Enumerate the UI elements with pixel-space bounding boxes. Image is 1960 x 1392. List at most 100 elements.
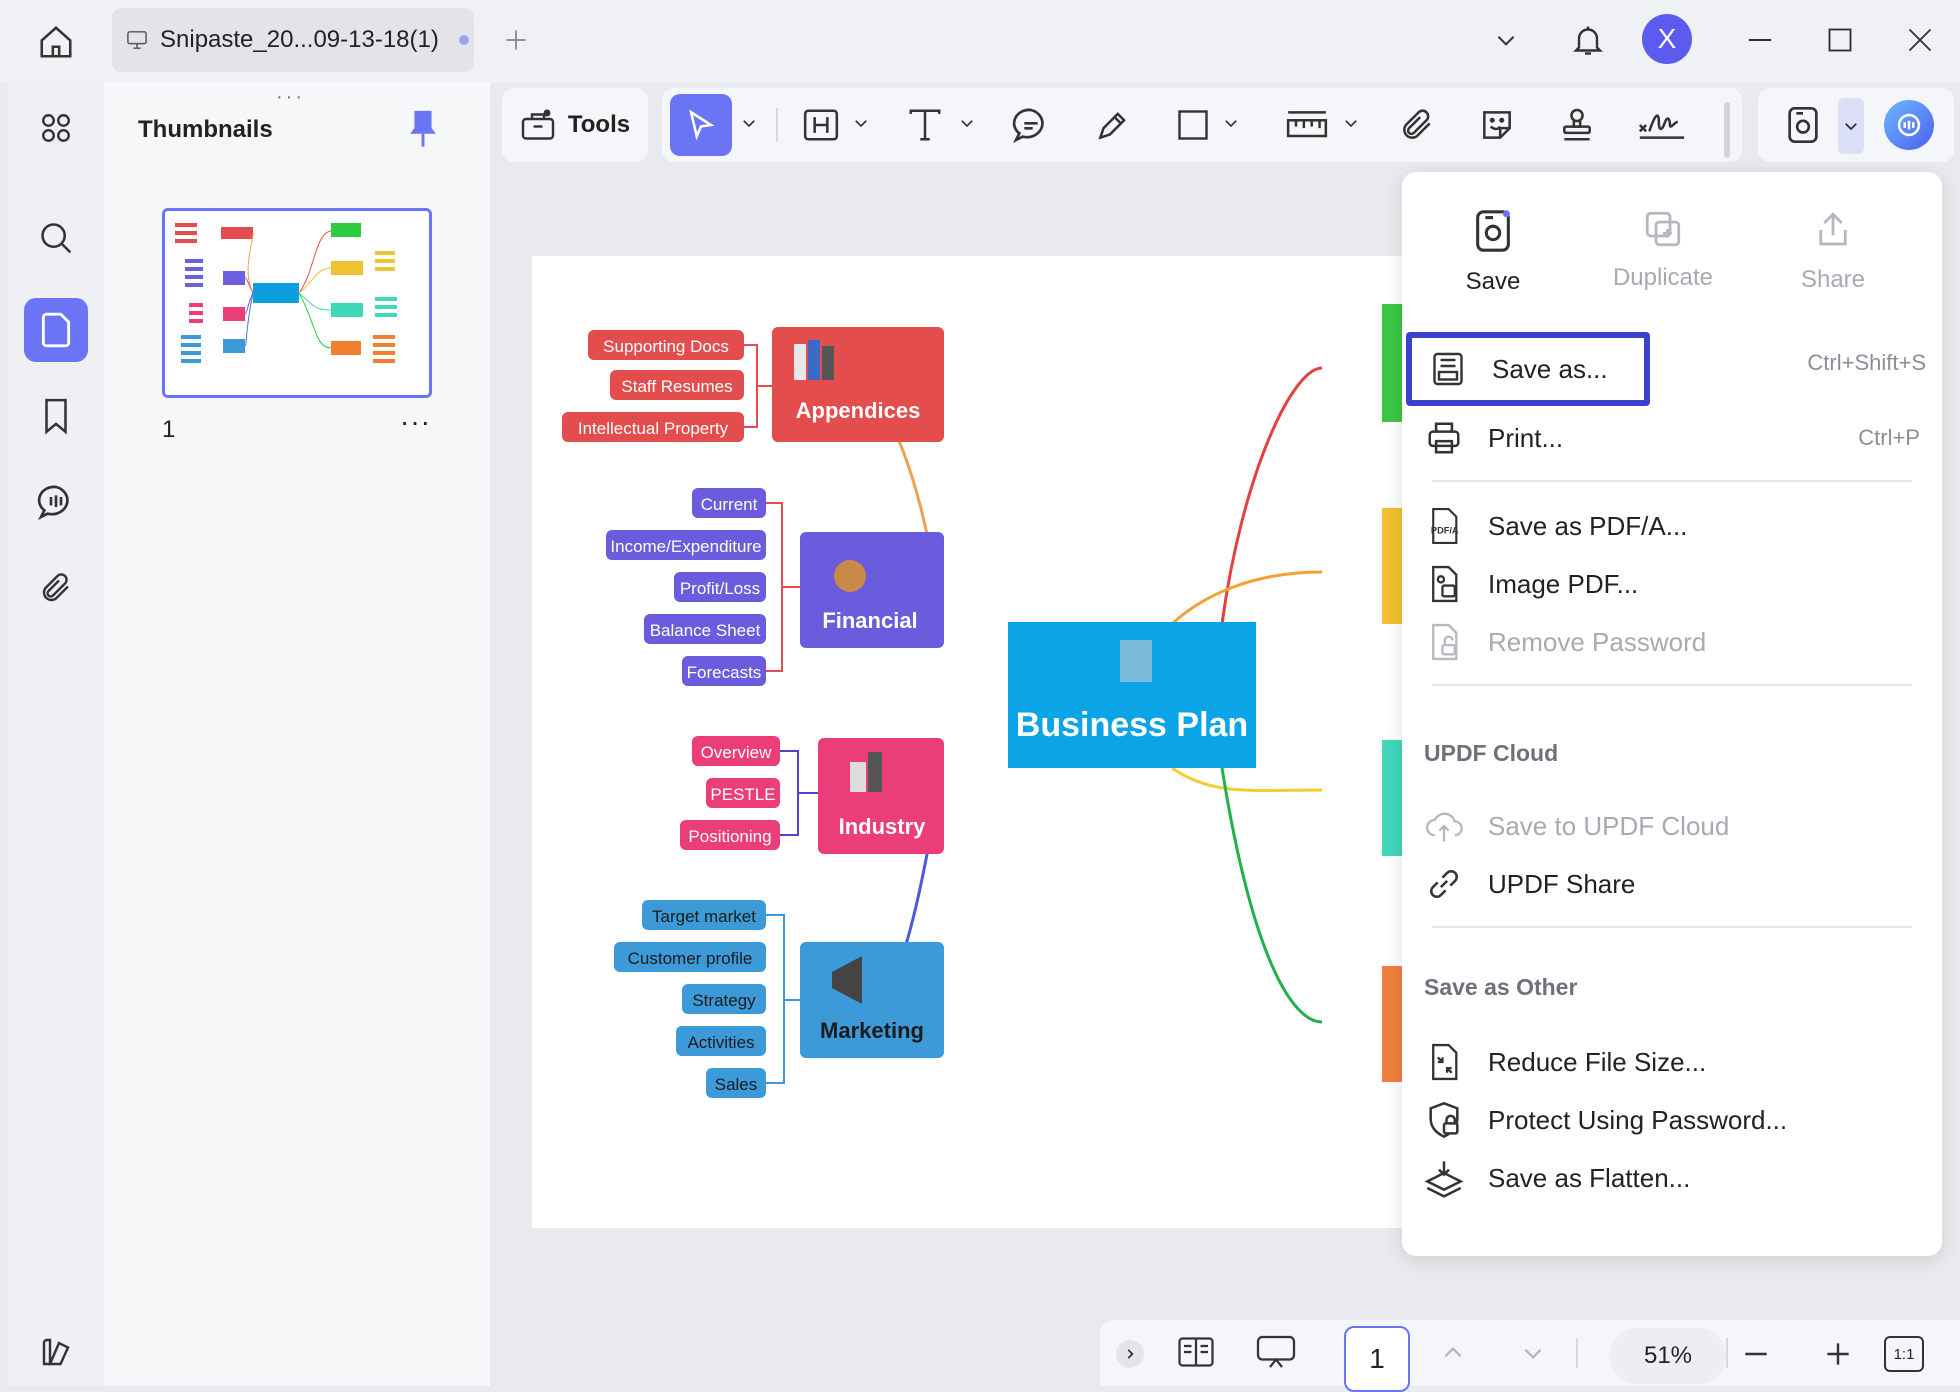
maximize-icon[interactable] [1820,20,1860,60]
new-tab-icon[interactable] [496,20,536,60]
paperclip-icon[interactable] [1392,100,1442,150]
reduce-file-size-menu-item[interactable]: Reduce File Size... [1424,1032,1920,1092]
search-icon[interactable] [24,206,88,270]
annotation-tools [662,88,1742,162]
zoom-out-icon[interactable] [1740,1338,1772,1370]
stamp-icon[interactable] [1552,100,1602,150]
save-as-flatten-menu-item[interactable]: Save as Flatten... [1424,1148,1920,1208]
duplicate-label: Duplicate [1612,264,1714,291]
select-tool-button[interactable] [670,94,732,156]
save-pdfa-menu-item[interactable]: PDF/A Save as PDF/A... [1424,496,1920,556]
marketing-item: Sales [715,1075,758,1094]
presentation-icon[interactable] [1254,1334,1298,1370]
document-tab[interactable]: Snipaste_20...09-13-18(1) [112,8,474,72]
more-options-icon[interactable]: ··· [400,406,431,437]
thumbnails-panel: ··· Thumbnails [104,82,490,1386]
chevron-right-icon[interactable] [1116,1340,1144,1368]
text-icon[interactable] [900,100,950,150]
save-dropdown-toggle[interactable] [1838,98,1864,154]
duplicate-quick-button[interactable]: Duplicate [1588,208,1738,292]
minimize-icon[interactable] [1740,20,1780,60]
reduce-file-size-label: Reduce File Size... [1488,1046,1707,1077]
financial-item: Profit/Loss [680,579,760,598]
bell-icon[interactable] [1564,16,1612,64]
print-menu-item[interactable]: Print... Ctrl+P [1424,408,1920,468]
divider [776,108,778,142]
thumbnails-icon[interactable] [24,298,88,362]
save-label: Save [1465,268,1521,295]
appendices-items: Supporting Docs Staff Resumes Intellectu… [562,330,772,442]
print-label: Print... [1488,422,1564,453]
svg-text:PDF/A: PDF/A [1431,526,1459,536]
share-quick-button[interactable]: Share [1758,208,1908,294]
financial-item: Income/Expenditure [610,537,761,556]
chevron-down-icon[interactable] [1342,114,1360,132]
save-as-shortcut: Ctrl+Shift+S [1807,350,1926,375]
chevron-down-icon[interactable] [1222,114,1240,132]
home-icon[interactable] [28,14,84,70]
bookmark-icon[interactable] [24,384,88,448]
previous-page-icon[interactable] [1440,1340,1466,1366]
image-pdf-icon [1424,564,1464,604]
page-thumbnail[interactable] [162,208,432,398]
protect-password-menu-item[interactable]: Protect Using Password... [1424,1090,1920,1150]
reading-mode-icon[interactable] [24,1320,88,1384]
chevron-down-icon[interactable] [740,114,758,132]
appendix-item: Staff Resumes [621,377,732,396]
updf-share-label: UPDF Share [1488,868,1636,899]
signature-icon[interactable] [1632,100,1692,150]
actual-size-button[interactable]: 1:1 [1884,1336,1924,1372]
pin-icon[interactable] [408,108,438,148]
bottom-bar: 1 51% 1:1 [1100,1320,1960,1392]
save-quick-button[interactable]: Save [1418,208,1568,296]
financial-item: Balance Sheet [650,621,761,640]
sticker-icon[interactable] [1472,100,1522,150]
attachment-icon[interactable] [24,556,88,620]
page-layout-icon[interactable] [1176,1334,1216,1370]
monitor-icon [126,30,148,50]
financial-label: Financial [822,608,917,633]
close-icon[interactable] [1900,20,1940,60]
pdf-page[interactable]: Business Plan Appendices Supporting Docs… [532,256,1452,1228]
marketing-item: Customer profile [628,949,753,968]
save-icon[interactable] [1778,100,1828,150]
comment-icon[interactable] [1006,100,1056,150]
pencil-icon[interactable] [1088,100,1138,150]
financial-item: Forecasts [687,663,762,682]
ai-assistant-icon[interactable] [1884,100,1934,150]
save-icon [1476,210,1510,252]
layers-flatten-icon [1424,1158,1464,1198]
financial-item: Current [701,495,758,514]
save-as-menu-item[interactable]: Save as... [1406,332,1650,406]
highlight-icon[interactable] [796,100,846,150]
updf-share-menu-item[interactable]: UPDF Share [1424,854,1920,914]
next-page-icon[interactable] [1520,1340,1546,1366]
comments-icon[interactable] [24,470,88,534]
tools-button[interactable]: Tools [502,88,648,162]
measure-icon[interactable] [1282,100,1332,150]
save-to-cloud-menu-item[interactable]: Save to UPDF Cloud [1424,796,1920,856]
chevron-down-icon[interactable] [852,114,870,132]
chevron-down-icon[interactable] [958,114,976,132]
share-label: Share [1800,266,1866,293]
marketing-item: Target market [652,907,756,926]
unsaved-indicator [458,35,469,45]
title-bar: Snipaste_20...09-13-18(1) X [0,0,1960,82]
toolbar-scrollbar[interactable] [1724,102,1730,158]
avatar[interactable]: X [1642,14,1692,64]
pdfa-icon: PDF/A [1424,506,1464,546]
duplicate-icon [1645,211,1681,247]
main-toolbar: Tools [496,82,1960,182]
organize-pages-icon[interactable] [24,96,88,160]
remove-password-menu-item[interactable]: Remove Password [1424,612,1920,672]
rectangle-icon[interactable] [1168,100,1218,150]
chevron-down-icon[interactable] [1486,20,1526,60]
tools-label: Tools [567,111,631,138]
zoom-level[interactable]: 51% [1610,1328,1726,1384]
panel-title: Thumbnails [138,116,273,143]
image-pdf-menu-item[interactable]: Image PDF... [1424,554,1920,614]
zoom-in-icon[interactable] [1822,1338,1854,1370]
page-number-input[interactable]: 1 [1344,1326,1410,1392]
drag-handle[interactable]: ··· [276,86,305,108]
save-as-label: Save as... [1492,353,1608,384]
